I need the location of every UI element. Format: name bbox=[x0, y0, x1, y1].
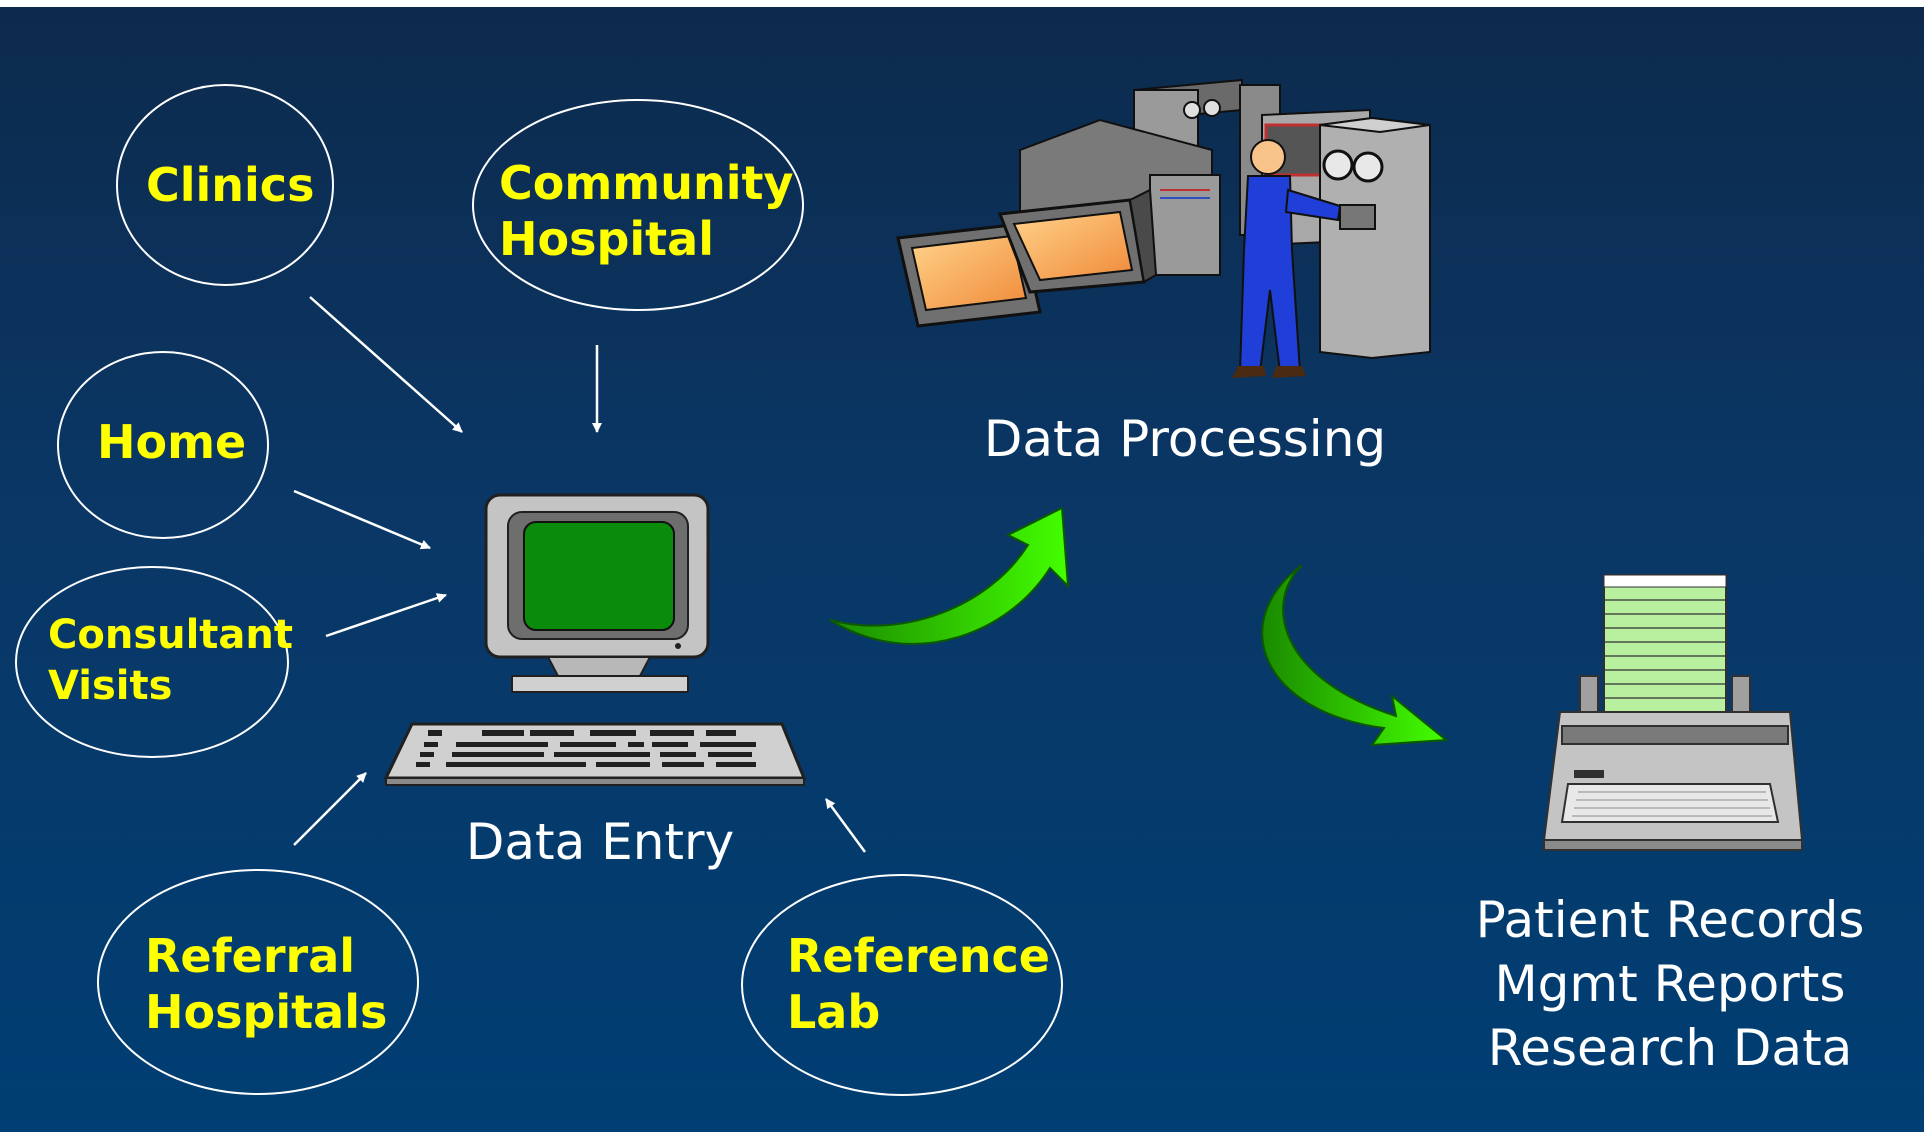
arrow-home-to-entry bbox=[293, 489, 431, 550]
node-referral-hospitals-ellipse bbox=[97, 869, 419, 1095]
node-community-hospital-ellipse bbox=[472, 99, 804, 311]
top-border bbox=[0, 0, 1929, 7]
data-processing-caption: Data Processing bbox=[983, 410, 1387, 468]
arrow-consultant-to-entry bbox=[325, 593, 447, 638]
outputs-caption: Patient Records Mgmt Reports Research Da… bbox=[1450, 888, 1890, 1080]
arrow-referral-to-entry bbox=[293, 772, 367, 846]
arrow-reference-lab-to-entry bbox=[824, 798, 867, 853]
printer-icon bbox=[1542, 574, 1804, 851]
output-research-data: Research Data bbox=[1487, 1019, 1853, 1077]
node-community-hospital-label: Community Hospital bbox=[499, 156, 794, 266]
node-reference-lab-label: Reference Lab bbox=[787, 929, 1050, 1039]
green-arrow-entry-to-processing bbox=[829, 506, 1070, 645]
node-home-label: Home bbox=[97, 415, 247, 469]
computer-terminal-icon bbox=[383, 493, 807, 786]
green-arrow-processing-to-output bbox=[1261, 564, 1449, 747]
right-border bbox=[1924, 0, 1929, 1132]
node-home-ellipse bbox=[57, 351, 269, 539]
arrow-clinics-to-entry bbox=[309, 296, 463, 433]
node-clinics-label: Clinics bbox=[146, 158, 315, 212]
output-mgmt-reports: Mgmt Reports bbox=[1494, 955, 1846, 1013]
node-referral-hospitals-label: Referral Hospitals bbox=[145, 929, 388, 1039]
data-entry-caption: Data Entry bbox=[465, 813, 735, 871]
node-consultant-visits-label: Consultant Visits bbox=[48, 612, 294, 709]
node-clinics-ellipse bbox=[116, 84, 334, 286]
mainframe-operator-icon bbox=[896, 78, 1431, 378]
node-consultant-visits-ellipse bbox=[15, 566, 289, 758]
output-patient-records: Patient Records bbox=[1475, 891, 1865, 949]
node-reference-lab-ellipse bbox=[741, 874, 1063, 1096]
